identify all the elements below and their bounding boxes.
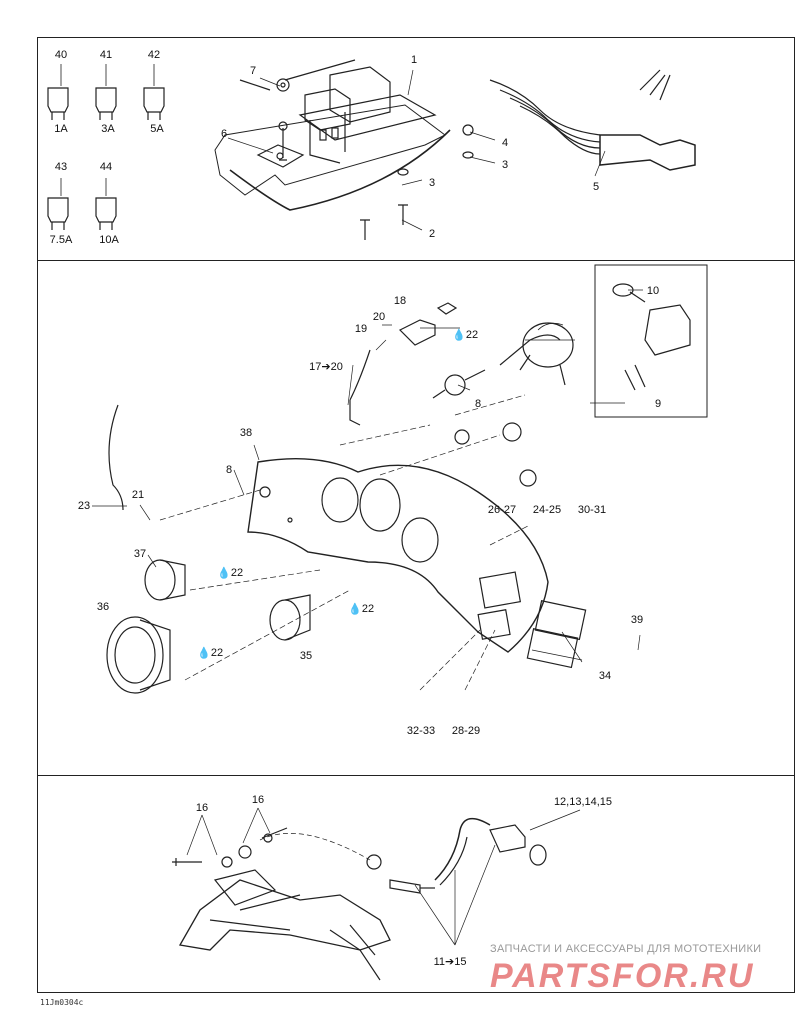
callout-label: 16: [195, 802, 209, 814]
cable-tie-icon: [612, 283, 646, 303]
connector-icon: [489, 824, 547, 866]
callout-label: 2: [428, 228, 436, 240]
callout-label: 39: [630, 614, 644, 626]
washer-icon: [397, 168, 409, 176]
callout-label: 35: [299, 650, 313, 662]
fuse-number: 42: [147, 49, 161, 61]
callout-label: 9: [654, 398, 662, 410]
sensor-icon: [366, 854, 435, 894]
fuse-box: [214, 59, 451, 211]
nut-icon: [238, 845, 252, 859]
section-divider: [37, 260, 795, 261]
callout-label: 3: [501, 159, 509, 171]
callout-label: 8: [474, 398, 482, 410]
frame-assembly: [178, 869, 391, 981]
callout-label: 19: [354, 323, 368, 335]
drop-icon: 💧: [217, 567, 231, 580]
fuse-icon: [95, 197, 117, 230]
callout-label: 3: [428, 177, 436, 189]
nut-icon: [276, 78, 290, 92]
fuse-number: 40: [54, 49, 68, 61]
bracket-icon: [256, 144, 305, 168]
switch-block: [477, 571, 522, 640]
drop-icon: 💧: [452, 329, 466, 342]
connector-icon: [398, 302, 458, 346]
fuse-number: 44: [99, 161, 113, 173]
callout-label: 22: [230, 567, 244, 579]
callout-label: 11➔15: [433, 956, 467, 968]
fuse-icon: [47, 197, 69, 230]
fuse-rating: 10A: [99, 234, 119, 246]
fuse-rating: 5A: [150, 123, 164, 135]
gauge-icon: [106, 616, 171, 694]
bolt-icon: [172, 858, 202, 866]
callout-label: 1: [410, 54, 418, 66]
bolt-icon: [261, 827, 288, 843]
decal-icon: [526, 600, 587, 669]
callout-label: 4: [501, 137, 509, 149]
connector-icon: [624, 304, 691, 391]
callout-label: 34: [598, 670, 612, 682]
callout-label: 21: [131, 489, 145, 501]
fuse-icon: [143, 87, 165, 120]
fuse-number: 43: [54, 161, 68, 173]
instrument-panel: [247, 457, 549, 653]
fuse-icon: [95, 87, 117, 120]
connector-icon: [519, 322, 574, 386]
fuse-rating: 7.5A: [49, 234, 73, 246]
fuse-icon: [47, 87, 69, 120]
nut-icon: [221, 856, 233, 868]
watermark-brand: PARTSFOR.RU: [490, 957, 755, 995]
screw-icon: [360, 219, 370, 240]
callout-label: 22: [361, 603, 375, 615]
callout-label: 16: [251, 794, 265, 806]
gauge-icon: [144, 559, 186, 601]
callout-label: 28-29: [451, 725, 481, 737]
washer-icon: [462, 151, 474, 159]
wire-icon: [108, 334, 561, 511]
fuse-rating: 1A: [54, 123, 68, 135]
callout-label: 22: [210, 647, 224, 659]
wire-icon: [259, 817, 491, 886]
callout-label: 10: [646, 285, 660, 297]
callout-label: 5: [592, 181, 600, 193]
callout-label: 7: [249, 65, 257, 77]
callout-label: 38: [239, 427, 253, 439]
fuse-rating: 3A: [101, 123, 115, 135]
callout-label: 30-31: [577, 504, 607, 516]
callout-label: 6: [220, 128, 228, 140]
nut-icon: [462, 124, 474, 136]
callout-label: 23: [77, 500, 91, 512]
callout-label: 18: [393, 295, 407, 307]
drop-icon: 💧: [197, 647, 211, 660]
callout-label: 20: [372, 311, 386, 323]
detail-inset: [594, 264, 708, 418]
gauge-icon: [269, 594, 311, 641]
wiring-harness: [489, 69, 696, 171]
fuse-number: 41: [99, 49, 113, 61]
screw-icon: [278, 121, 288, 161]
switch-icon: [454, 422, 537, 487]
diagram-frame: [37, 37, 795, 993]
callout-label: 22: [465, 329, 479, 341]
screw-icon: [398, 204, 408, 225]
callout-label: 26-27: [487, 504, 517, 516]
drop-icon: 💧: [348, 603, 362, 616]
callout-label: 12,13,14,15: [553, 796, 613, 808]
callout-label: 37: [133, 548, 147, 560]
callout-label: 8: [225, 464, 233, 476]
section-divider: [37, 775, 795, 776]
callout-label: 32-33: [406, 725, 436, 737]
watermark-subtitle: ЗАПЧАСТИ И АКСЕССУАРЫ ДЛЯ МОТОТЕХНИКИ: [490, 943, 762, 955]
callout-label: 36: [96, 601, 110, 613]
drawing-code: 11Jm0304c: [40, 998, 84, 1007]
callout-label: 17➔20: [309, 361, 343, 373]
callout-label: 24-25: [532, 504, 562, 516]
ignition-switch-icon: [432, 369, 486, 399]
